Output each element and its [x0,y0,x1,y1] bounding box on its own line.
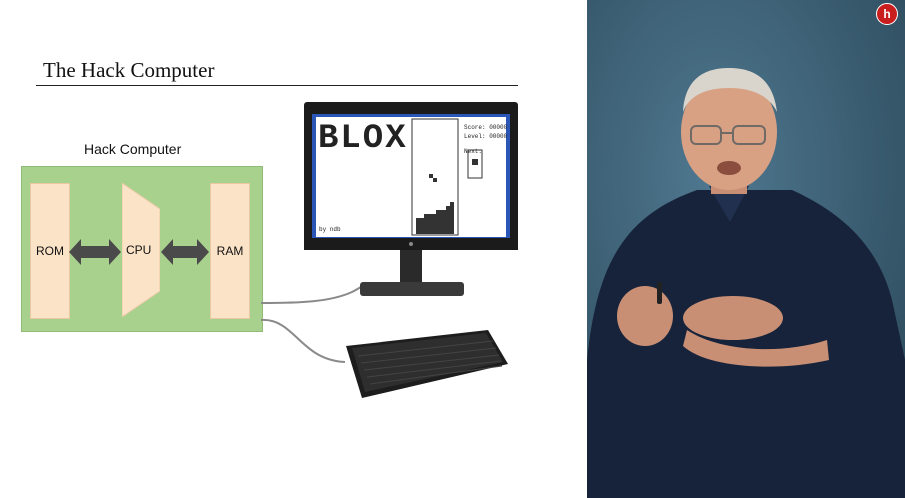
keyboard-image [346,330,508,398]
rom-block: ROM [30,183,70,319]
diagram-label: Hack Computer [84,141,182,157]
hack-computer-box: ROM CPU RAM [21,166,263,332]
slide-title: The Hack Computer [43,58,215,82]
presenter-figure [587,0,905,498]
blox-game-title: BLOX [318,120,408,158]
level-label: Level: 00000 [464,133,508,140]
monitor-image [304,102,518,296]
presenter-video [587,0,905,498]
ram-block: RAM [210,183,250,319]
rom-label: ROM [36,244,64,258]
channel-logo-icon: h [876,3,898,25]
cpu-trapezoid [122,183,160,317]
score-label: Score: 00000 [464,124,508,131]
credit-label: by ndb [319,226,341,233]
cpu-label: CPU [126,243,152,257]
title-divider [36,85,518,86]
slide: The Hack Computer Hack Computer ROM CPU … [21,58,518,398]
cpu-ram-bus-arrow [161,239,209,265]
rom-cpu-bus-arrow [69,239,121,265]
next-label: Next: [464,148,483,155]
ram-label: RAM [216,244,244,258]
